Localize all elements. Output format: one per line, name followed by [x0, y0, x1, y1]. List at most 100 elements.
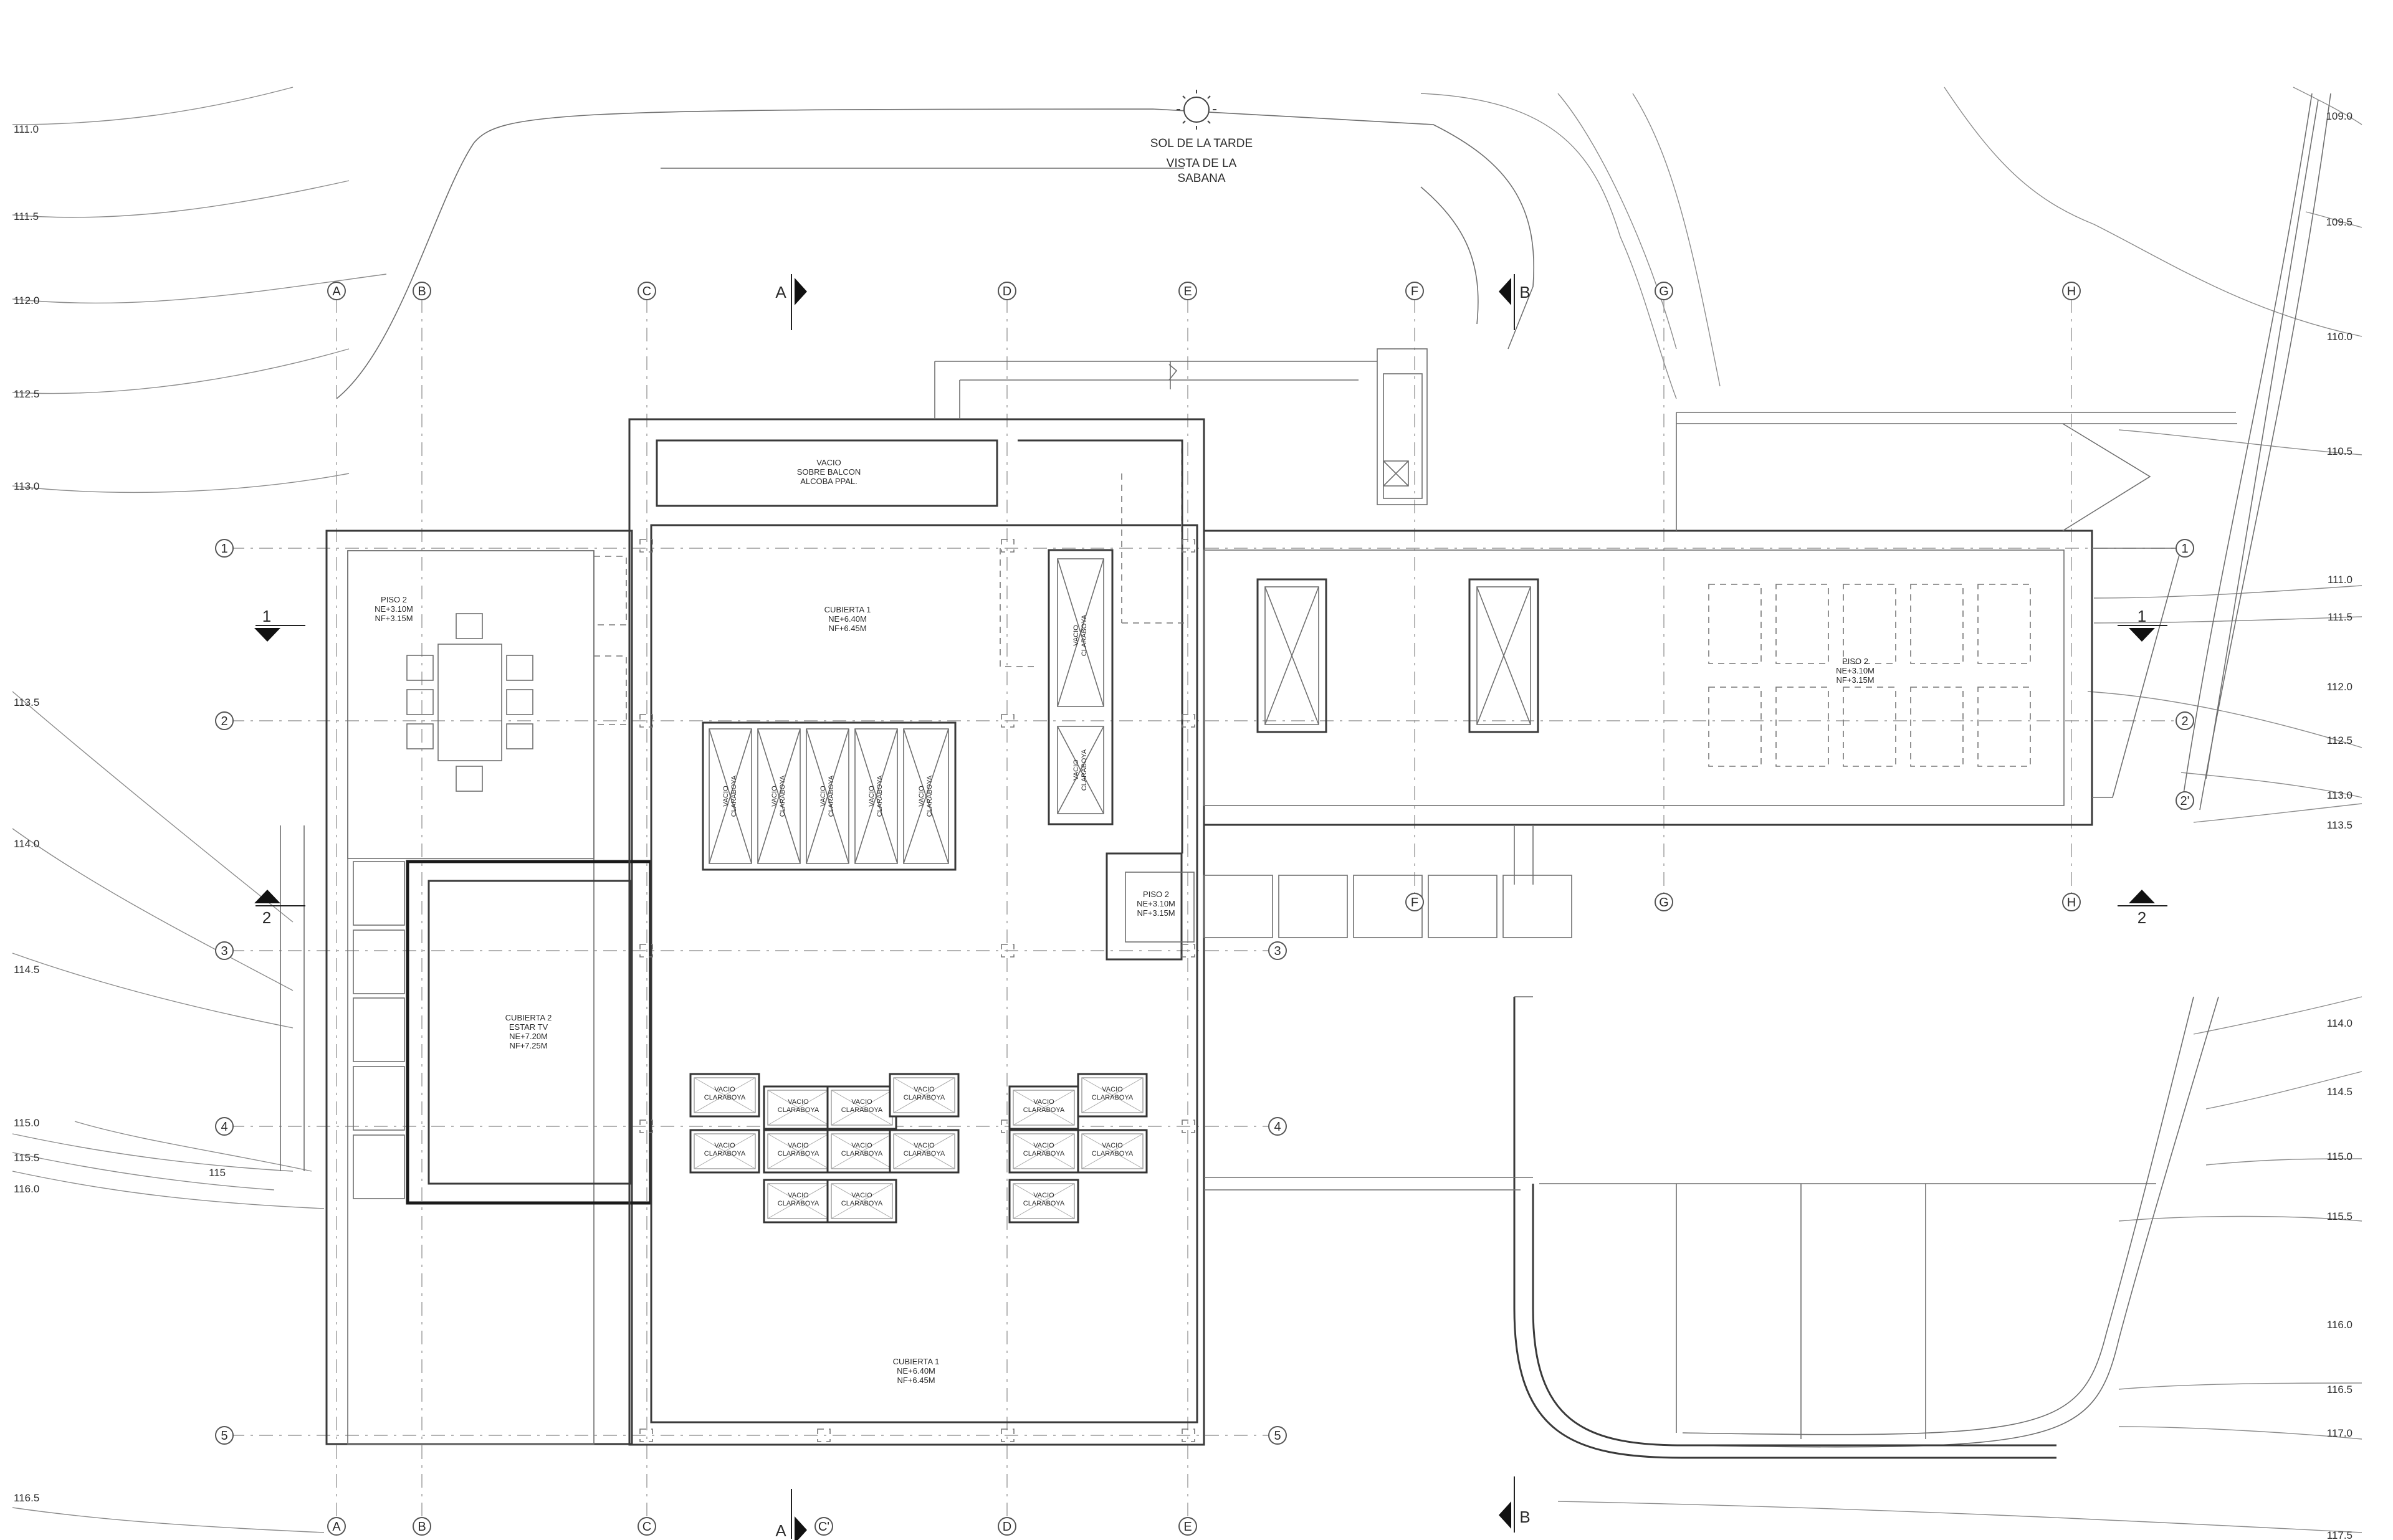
- room-piso-2-small-line-0: PISO 2: [1143, 890, 1169, 899]
- contour-label-left: 116.0: [14, 1183, 39, 1195]
- contour-label-right: 115.5: [2327, 1210, 2352, 1222]
- skylight-label: CLARABOYA: [1023, 1106, 1065, 1114]
- contour-label-right: 110.0: [2327, 331, 2352, 343]
- room-piso-2-left-line-0: PISO 2: [381, 595, 407, 604]
- contour-label-right: 113.0: [2327, 789, 2352, 801]
- contour-label-right: 111.0: [2328, 574, 2352, 586]
- skylight-label: VACIO: [714, 1086, 735, 1093]
- skylight-label: VACIO: [788, 1098, 809, 1106]
- grid-bubble-left-2: 2: [215, 711, 234, 730]
- contour-label-left: 111.0: [14, 123, 39, 135]
- svg-text:VACIO: VACIO: [771, 786, 778, 807]
- room-piso-2-small-line-1: NE+3.10M: [1137, 899, 1175, 908]
- skylight-label: VACIO: [1102, 1142, 1123, 1149]
- skylight-label: CLARABOYA: [1023, 1150, 1065, 1157]
- svg-text:VACIO: VACIO: [868, 786, 876, 807]
- grid-bubble-right-2: 2': [2176, 791, 2194, 810]
- contour-label-right: 117.0: [2327, 1427, 2352, 1439]
- room-cubierta-1-top-line-1: NE+6.40M: [828, 614, 867, 624]
- section-marker-2-right: 2: [2118, 890, 2167, 927]
- room-vacio-balcon-line-0: VACIO: [816, 458, 841, 467]
- grid-bubble-mid-G: G: [1655, 893, 1673, 911]
- skylight-label: CLARABOYA: [841, 1150, 883, 1157]
- svg-text:A: A: [775, 283, 786, 302]
- contour-label-right: 116.5: [2327, 1384, 2352, 1395]
- room-piso-2-left-line-2: NF+3.15M: [375, 614, 413, 623]
- skylight-label: CLARABOYA: [904, 1094, 945, 1101]
- skylight-label: CLARABOYA: [841, 1106, 883, 1114]
- svg-text:VACIO: VACIO: [819, 786, 827, 807]
- grid-bubble-top-D: D: [998, 282, 1016, 300]
- svg-text:1: 1: [2181, 542, 2188, 556]
- svg-text:E: E: [1183, 1520, 1192, 1534]
- skylight-label: VACIO: [788, 1142, 809, 1149]
- room-cubierta-1-top-line-0: CUBIERTA 1: [824, 605, 871, 614]
- grid-bubble-right-0: 1: [2176, 539, 2194, 558]
- grid-bubble-top-B: B: [413, 282, 431, 300]
- skylight-row-large: [709, 728, 949, 864]
- topo-lines-left: [12, 87, 387, 1533]
- svg-text:2: 2: [2137, 908, 2146, 927]
- svg-text:3: 3: [221, 944, 227, 958]
- svg-text:CLARABOYA: CLARABOYA: [779, 775, 786, 817]
- grid-bubble-left-4: 4: [215, 1117, 234, 1136]
- grid-bubble-top-A: A: [327, 282, 346, 300]
- room-cubierta-2-line-0: CUBIERTA 2: [505, 1013, 552, 1022]
- skylight-label: VACIO: [851, 1098, 872, 1106]
- contour-label-left: 113.0: [14, 480, 39, 492]
- section-marker-b-bottom: B: [1499, 1476, 1531, 1533]
- svg-text:G: G: [1659, 285, 1669, 298]
- dining-table: [406, 613, 533, 792]
- skylight-label: CLARABOYA: [1023, 1200, 1065, 1207]
- svg-text:CLARABOYA: CLARABOYA: [1081, 749, 1088, 791]
- svg-text:G: G: [1659, 896, 1669, 910]
- contour-labels-left: 111.0111.5112.0112.5113.0113.5114.0114.5…: [14, 123, 39, 1504]
- skylight-label: CLARABOYA: [778, 1150, 819, 1157]
- contour-label-right: 111.5: [2328, 611, 2352, 623]
- room-piso-2-right-line-2: NF+3.15M: [1836, 675, 1874, 685]
- room-cubierta-2-line-1: ESTAR TV: [509, 1022, 548, 1032]
- svg-text:B: B: [418, 1520, 426, 1534]
- grid-bubble-bottom-A: A: [327, 1517, 346, 1536]
- section-marker-1-left: 1: [254, 607, 305, 642]
- svg-text:1: 1: [2137, 607, 2146, 625]
- skylights-small: VACIOCLARABOYAVACIOCLARABOYAVACIOCLARABO…: [689, 614, 1148, 1224]
- svg-text:A: A: [332, 1520, 341, 1534]
- skylight-label: VACIO: [788, 1192, 809, 1199]
- svg-text:4: 4: [221, 1120, 227, 1134]
- svg-text:5: 5: [221, 1429, 227, 1443]
- contour-label-left: 114.5: [14, 964, 39, 976]
- grid-bubble-right-3: 3: [1268, 941, 1287, 960]
- room-cubierta-2-line-2: NE+7.20M: [509, 1032, 548, 1041]
- skylight-label: VACIO: [851, 1142, 872, 1149]
- contour-label-right: 113.5: [2327, 819, 2352, 831]
- grid-bubble-right-5: 5: [1268, 1426, 1287, 1445]
- svg-text:A: A: [332, 285, 341, 298]
- section-marker-2-left: 2: [254, 890, 305, 927]
- svg-text:2': 2': [2180, 794, 2190, 808]
- view-label-1: VISTA DE LA: [1167, 157, 1237, 170]
- grid-bubble-right-1: 2: [2176, 711, 2194, 730]
- access-road: [1513, 93, 2331, 1459]
- left-wing: [280, 530, 633, 1445]
- skylight-label: VACIO: [1102, 1086, 1123, 1093]
- contour-label-left: 113.5: [14, 696, 39, 708]
- skylight-label: CLARABOYA: [778, 1106, 819, 1114]
- svg-text:A: A: [775, 1521, 786, 1540]
- grid-bubble-left-5: 5: [215, 1426, 234, 1445]
- grid-bubble-top-G: G: [1655, 282, 1673, 300]
- room-cubierta-1-bottom-line-2: NF+6.45M: [897, 1376, 935, 1385]
